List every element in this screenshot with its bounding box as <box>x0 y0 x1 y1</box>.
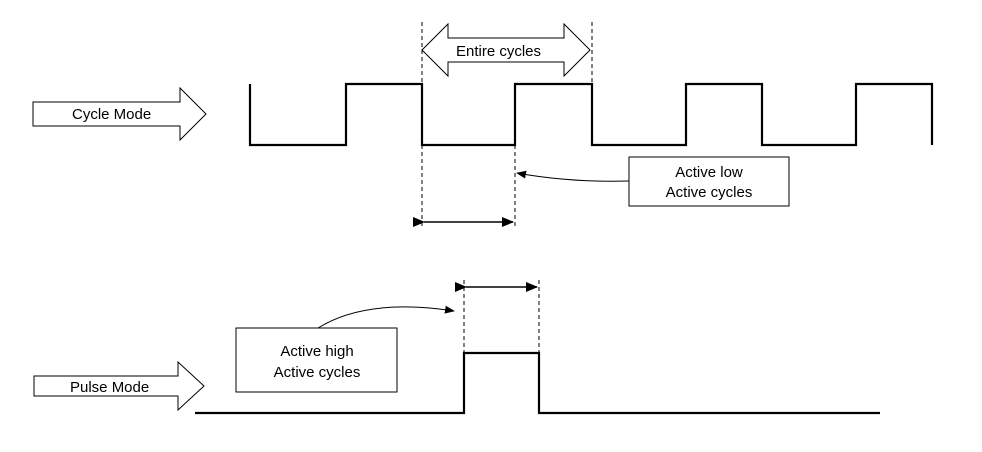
cycle-mode-arrow: Cycle Mode <box>32 86 207 142</box>
active-high-callout: Active high Active cycles <box>235 327 398 393</box>
active-high-callout-line2: Active cycles <box>274 364 361 381</box>
active-low-callout-line2: Active cycles <box>666 184 753 201</box>
active-low-pointer <box>516 170 630 182</box>
active-high-callout-line1: Active high <box>280 343 353 360</box>
active-low-callout-line1: Active low <box>675 164 743 181</box>
cycle-mode-waveform <box>248 82 934 147</box>
pulse-mode-section: Pulse Mode Active high Active cycles <box>33 280 880 415</box>
active-low-callout: Active low Active cycles <box>628 156 790 207</box>
entire-cycles-label: Entire cycles <box>456 43 541 60</box>
entire-cycles-arrow: Entire cycles <box>421 22 591 78</box>
pulse-mode-waveform <box>195 351 880 415</box>
cycle-mode-section: Cycle Mode Entire cycles Active low Acti… <box>32 22 934 227</box>
active-high-pointer <box>317 305 455 329</box>
cycle-mode-label: Cycle Mode <box>72 106 151 123</box>
pulse-mode-label: Pulse Mode <box>70 379 149 396</box>
pulse-mode-arrow: Pulse Mode <box>33 360 205 412</box>
